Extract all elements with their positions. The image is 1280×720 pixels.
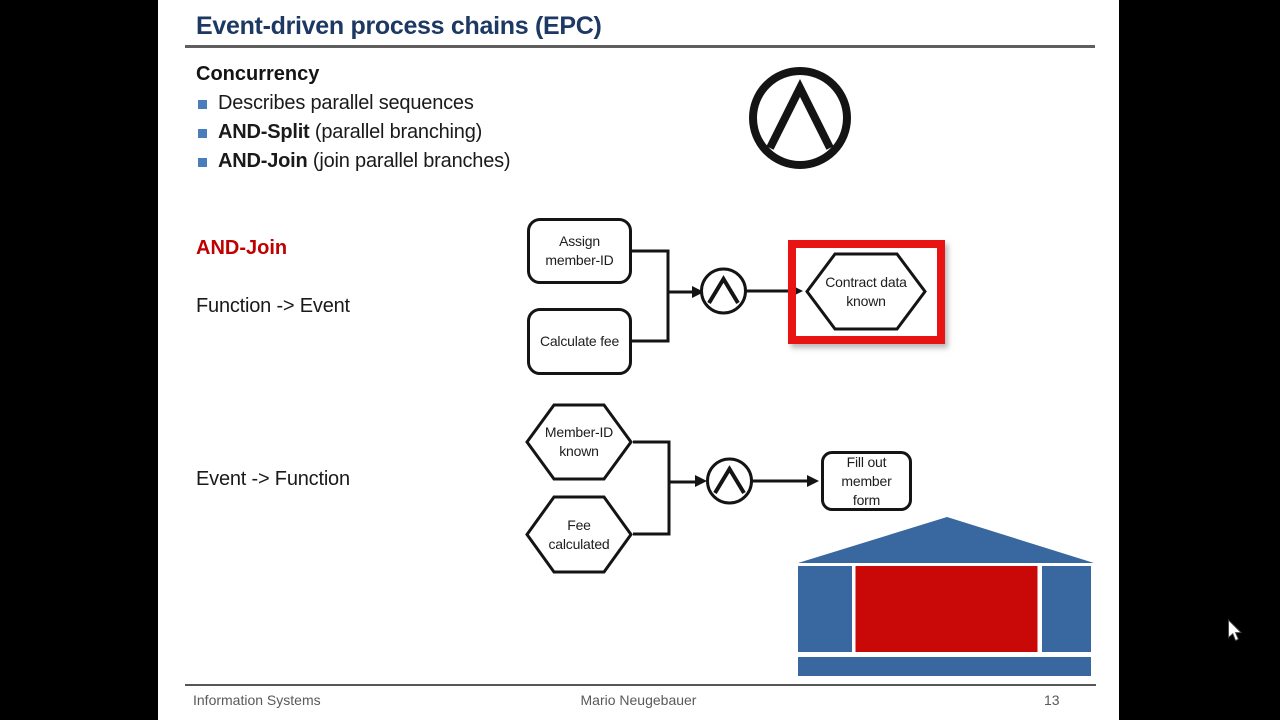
- bullet-square-icon: [198, 100, 207, 109]
- case2-label: Event -> Function: [196, 468, 350, 490]
- section-label: AND-Join: [196, 237, 288, 259]
- bullet-item: AND-Split (parallel branching): [198, 121, 510, 150]
- bullet-item: AND-Join (join parallel branches): [198, 150, 511, 179]
- bullet-square-icon: [198, 129, 207, 138]
- event-node-member-id-known: Member-ID known: [525, 403, 633, 481]
- concurrency-heading: Concurrency: [196, 63, 320, 85]
- event-node-fee-calculated: Fee calculated: [525, 495, 633, 574]
- footer-author: Mario Neugebauer: [580, 692, 697, 708]
- event-node-contract-data-known: Contract data known: [805, 252, 927, 331]
- page-number: 13: [1044, 692, 1060, 708]
- highlight-frame: [788, 240, 945, 344]
- hexagon-shape: [525, 495, 633, 574]
- and-operator-d1-icon: [700, 267, 747, 315]
- bullet-item: Describes parallel sequences: [198, 92, 510, 121]
- footer-course: Information Systems: [193, 692, 321, 708]
- case1-label: Function -> Event: [196, 295, 350, 317]
- function-node-calculate-fee: Calculate fee: [527, 308, 632, 375]
- bullet-list: Describes parallel sequences AND-Split (…: [198, 92, 511, 179]
- and-operator-d2-icon: [706, 457, 753, 505]
- function-node-assign-member-id: Assign member-ID: [527, 218, 632, 284]
- footer-divider: [185, 684, 1096, 686]
- title-underline: [185, 45, 1095, 48]
- bullet-square-icon: [198, 158, 207, 167]
- bullet-text: Describes parallel sequences: [218, 92, 474, 114]
- function-node-fill-out-member-form: Fill out member form: [821, 451, 912, 511]
- diagram-connectors: [632, 249, 819, 536]
- bullet-text: AND-Join (join parallel branches): [218, 150, 511, 172]
- mouse-cursor-icon: [1228, 619, 1243, 642]
- page-title: Event-driven process chains (EPC): [196, 12, 602, 40]
- slide: Event-driven process chains (EPC) Concur…: [158, 0, 1119, 720]
- hexagon-shape: [525, 403, 633, 481]
- and-operator-large-icon: [749, 67, 851, 169]
- hexagon-shape: [805, 252, 927, 331]
- bullet-text: AND-Split (parallel branching): [218, 121, 483, 143]
- institute-logo: [798, 517, 1094, 676]
